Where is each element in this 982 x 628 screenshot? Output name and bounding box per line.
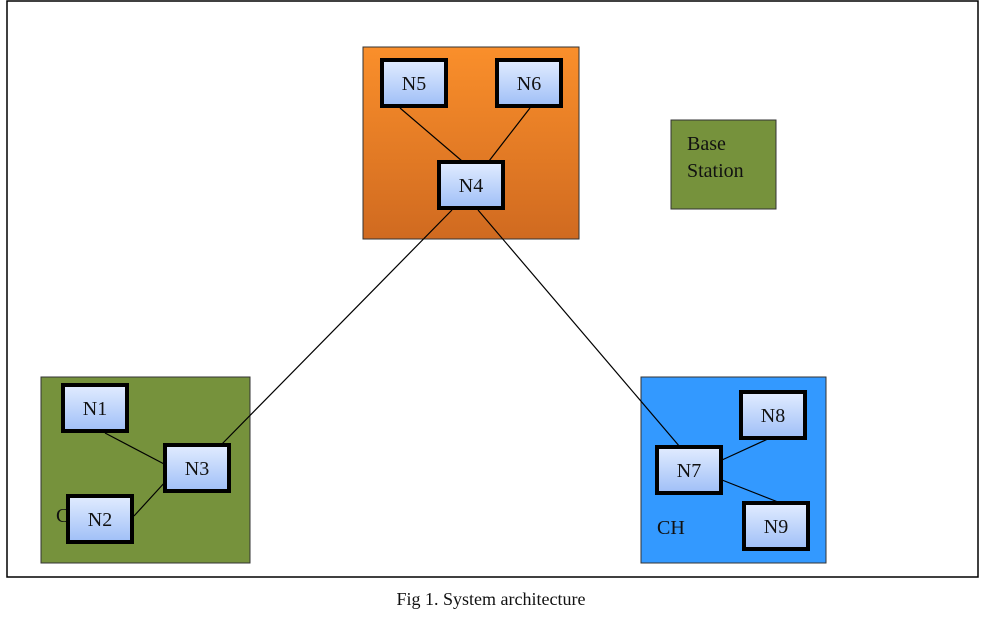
node-n9: N9 bbox=[742, 501, 810, 551]
svg-text:Station: Station bbox=[687, 160, 744, 182]
node-n7: N7 bbox=[655, 445, 723, 495]
link-n6-n4 bbox=[488, 107, 531, 162]
link-n2-n3 bbox=[133, 480, 167, 517]
node-box bbox=[495, 58, 563, 108]
node-box bbox=[380, 58, 448, 108]
node-box bbox=[163, 443, 231, 493]
svg-text:Base: Base bbox=[687, 133, 726, 155]
node-n3: N3 bbox=[163, 443, 231, 493]
node-box bbox=[742, 501, 810, 551]
node-box bbox=[61, 383, 129, 433]
node-n1: N1 bbox=[61, 383, 129, 433]
base-station-label-2: Station bbox=[687, 160, 744, 182]
node-label: N7 bbox=[677, 460, 701, 482]
link-n4-n3 bbox=[219, 209, 453, 447]
node-box bbox=[655, 445, 723, 495]
figure-caption: Fig 1. System architecture bbox=[396, 589, 586, 609]
node-label: N1 bbox=[83, 398, 107, 420]
node-label: N2 bbox=[88, 509, 112, 531]
node-n6: N6 bbox=[495, 58, 563, 108]
base-station-label-1: Base bbox=[687, 133, 726, 155]
link-n7-n9 bbox=[721, 479, 779, 503]
node-label: N8 bbox=[761, 405, 785, 427]
node-box bbox=[739, 390, 807, 440]
node-n8: N8 bbox=[739, 390, 807, 440]
link-n1-n3 bbox=[104, 432, 167, 466]
svg-text:CH: CH bbox=[657, 517, 685, 539]
base-station bbox=[670, 119, 777, 210]
cluster-right-label: CH bbox=[657, 517, 685, 539]
node-label: N3 bbox=[185, 458, 209, 480]
link-n4-n7 bbox=[477, 209, 681, 448]
node-n4: N4 bbox=[437, 160, 505, 210]
node-label: N5 bbox=[402, 73, 426, 95]
node-n5: N5 bbox=[380, 58, 448, 108]
node-n2: N2 bbox=[66, 494, 134, 544]
links bbox=[104, 107, 779, 517]
link-n7-n8 bbox=[721, 437, 771, 461]
node-label: N6 bbox=[517, 73, 541, 95]
diagram-frame bbox=[6, 0, 979, 578]
link-n5-n4 bbox=[399, 107, 463, 162]
node-label: N4 bbox=[459, 175, 483, 197]
node-label: N9 bbox=[764, 516, 788, 538]
node-box bbox=[437, 160, 505, 210]
node-box bbox=[66, 494, 134, 544]
